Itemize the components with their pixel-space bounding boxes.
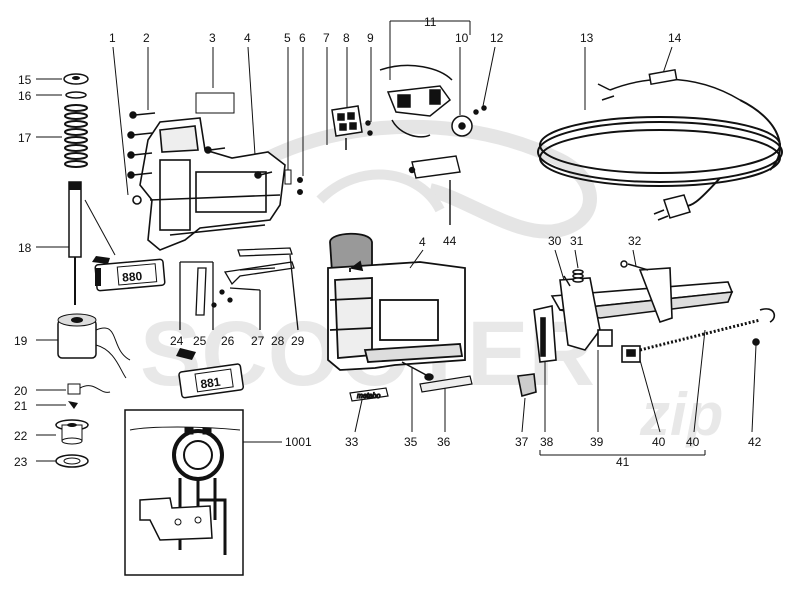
screw-35 <box>401 361 434 381</box>
tube-label-880: 880 <box>122 269 143 285</box>
label-1001: 1001 <box>285 435 312 449</box>
ring-16 <box>65 91 87 99</box>
label-39: 39 <box>590 435 604 449</box>
spring-17 <box>64 104 88 168</box>
label-16: 16 <box>18 89 32 103</box>
top-leaders <box>112 20 673 196</box>
label-12: 12 <box>490 31 504 45</box>
label-31: 31 <box>570 234 584 248</box>
top-labels: 1 2 3 4 5 6 7 8 9 11 10 12 13 14 <box>109 15 682 45</box>
housing-half-4 <box>132 92 286 251</box>
small-parts-5-6 <box>284 169 303 195</box>
label-35: 35 <box>404 435 418 449</box>
nameplate-text: metabo <box>357 393 380 400</box>
label-27: 27 <box>251 334 265 348</box>
label-38: 38 <box>540 435 554 449</box>
label-10: 10 <box>455 31 469 45</box>
label-11: 11 <box>424 15 437 29</box>
terminal-20 <box>67 383 81 395</box>
label-40b: 40 <box>686 435 700 449</box>
plate-44 <box>408 155 461 225</box>
label-4: 4 <box>244 31 251 45</box>
label-2: 2 <box>143 31 150 45</box>
right-labels: 30 31 32 33 35 36 37 38 39 41 40 40 42 <box>345 234 762 469</box>
label-20: 20 <box>14 384 28 398</box>
label-33: 33 <box>345 435 359 449</box>
clip-21 <box>68 401 78 409</box>
tube-label-881: 881 <box>200 375 222 392</box>
label-21: 21 <box>14 399 28 413</box>
nameplate-33: metabo <box>349 387 389 402</box>
power-cable-13 <box>537 99 783 208</box>
right-leaders <box>354 249 757 456</box>
magazine-assembly <box>517 267 776 398</box>
label-plate-3 <box>195 92 235 114</box>
label-42: 42 <box>748 435 762 449</box>
label-41: 41 <box>616 455 630 469</box>
label-22: 22 <box>14 429 28 443</box>
label-1: 1 <box>109 31 116 45</box>
parts-30-32 <box>563 260 649 287</box>
bushing-22 <box>55 419 89 445</box>
label-13: 13 <box>580 31 594 45</box>
left-column-parts: 15 16 17 18 19 <box>14 73 131 469</box>
label-18: 18 <box>18 241 32 255</box>
plug-14 <box>597 68 741 221</box>
label-15: 15 <box>18 73 32 87</box>
screws-2 <box>127 111 273 179</box>
label-9: 9 <box>367 31 374 45</box>
grease-tube-880: 880 <box>92 256 166 292</box>
label-14: 14 <box>668 31 682 45</box>
label-32: 32 <box>628 234 642 248</box>
label-7: 7 <box>323 31 330 45</box>
label-17: 17 <box>18 131 32 145</box>
labels-24-29: 24 25 26 27 28 29 <box>170 334 305 348</box>
watermark-suffix: zip <box>639 381 723 448</box>
label-23: 23 <box>14 455 28 469</box>
wiring-diagram-1001 <box>124 409 282 576</box>
label-40: 40 <box>652 435 666 449</box>
label-19: 19 <box>14 334 28 348</box>
label-26: 26 <box>221 334 235 348</box>
label-30: 30 <box>548 234 562 248</box>
label-6: 6 <box>299 31 306 45</box>
label-24: 24 <box>170 334 184 348</box>
switch-8 <box>331 105 373 150</box>
label-25: 25 <box>193 334 207 348</box>
label-4-body: 4 <box>419 235 426 249</box>
label-44: 44 <box>443 234 457 248</box>
strip-36 <box>419 375 473 393</box>
switch-assembly-11 <box>379 64 487 138</box>
label-37: 37 <box>515 435 529 449</box>
parts-24-29 <box>179 247 299 331</box>
label-29: 29 <box>291 334 305 348</box>
stapler-body-4 <box>327 232 466 371</box>
plunger-18 <box>68 181 82 305</box>
label-3: 3 <box>209 31 216 45</box>
label-36: 36 <box>437 435 451 449</box>
coil-19 <box>57 313 131 379</box>
label-8: 8 <box>343 31 350 45</box>
label-28: 28 <box>271 334 285 348</box>
label-5: 5 <box>284 31 291 45</box>
grease-tube-881: 881 <box>176 348 244 399</box>
